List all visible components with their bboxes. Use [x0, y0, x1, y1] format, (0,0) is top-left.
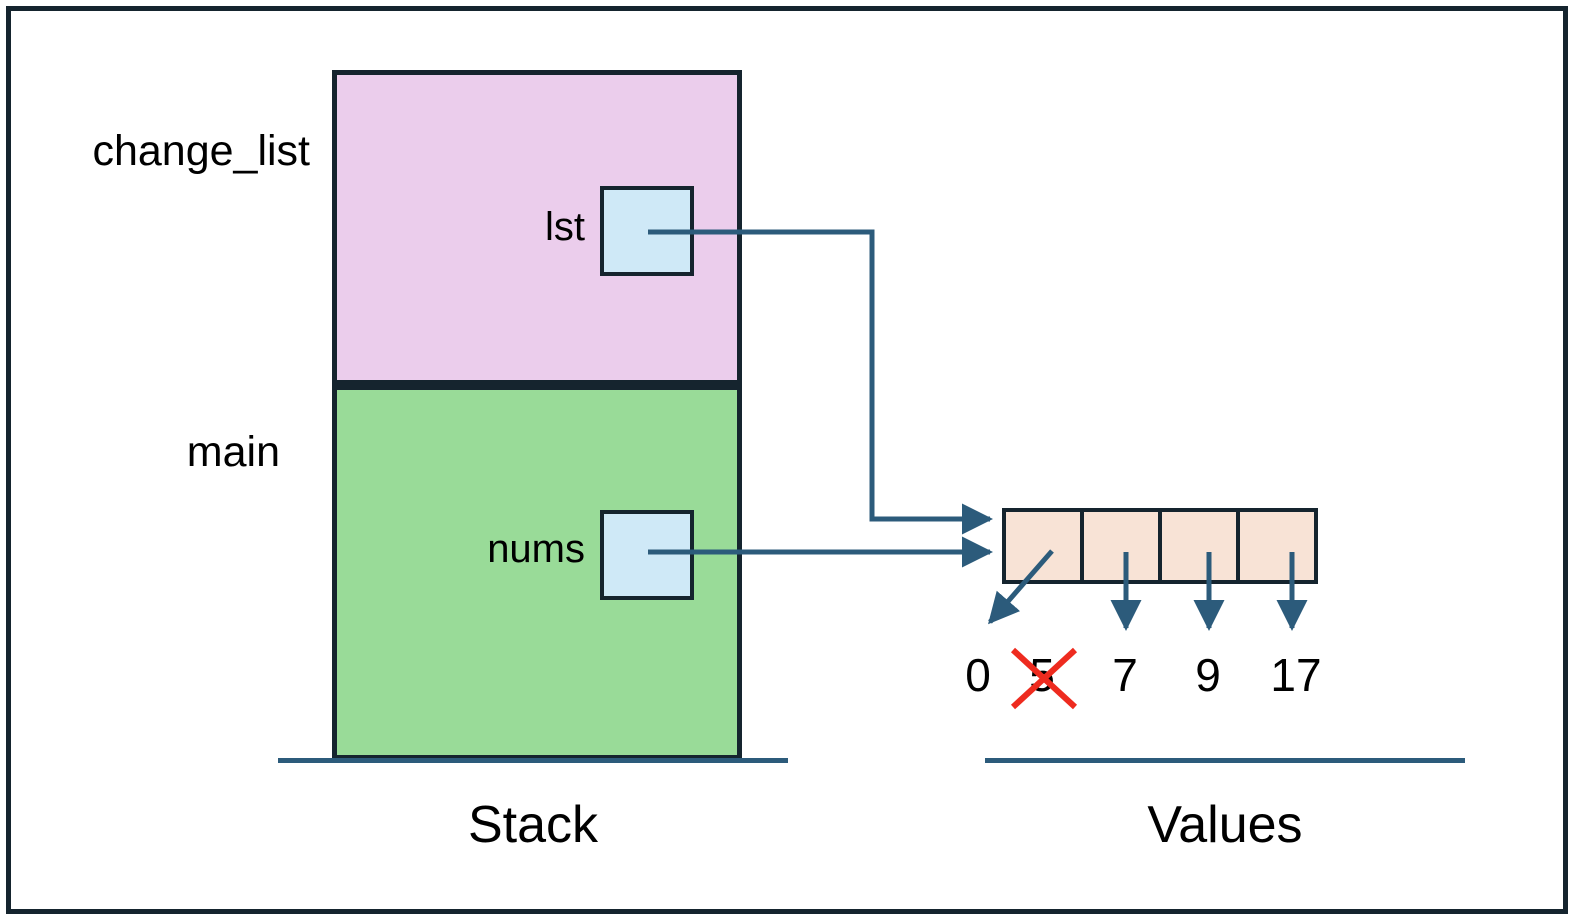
list-cell-3[interactable]	[1236, 508, 1318, 584]
values-baseline	[985, 758, 1465, 763]
list-cell-0[interactable]	[1002, 508, 1084, 584]
variable-name-nums: nums	[487, 527, 585, 571]
variable-box-lst[interactable]	[600, 186, 694, 276]
values-section-caption: Values	[1147, 796, 1303, 854]
value-label-third: 9	[1195, 649, 1221, 701]
value-label-fourth: 17	[1270, 649, 1322, 701]
stack-frame-label-main: main	[186, 428, 280, 476]
variable-box-nums[interactable]	[600, 510, 694, 600]
list-cell-1[interactable]	[1080, 508, 1162, 584]
value-label-second: 7	[1112, 649, 1138, 701]
stack-baseline	[278, 758, 788, 763]
value-label-old-first-struck: 5	[1029, 649, 1055, 701]
list-cell-2[interactable]	[1158, 508, 1240, 584]
stack-section-caption: Stack	[467, 796, 599, 854]
variable-name-lst: lst	[545, 205, 585, 249]
value-label-new-first: 0	[965, 649, 991, 701]
list-object	[1002, 508, 1318, 584]
stack-frame-label-change_list: change_list	[92, 127, 310, 175]
